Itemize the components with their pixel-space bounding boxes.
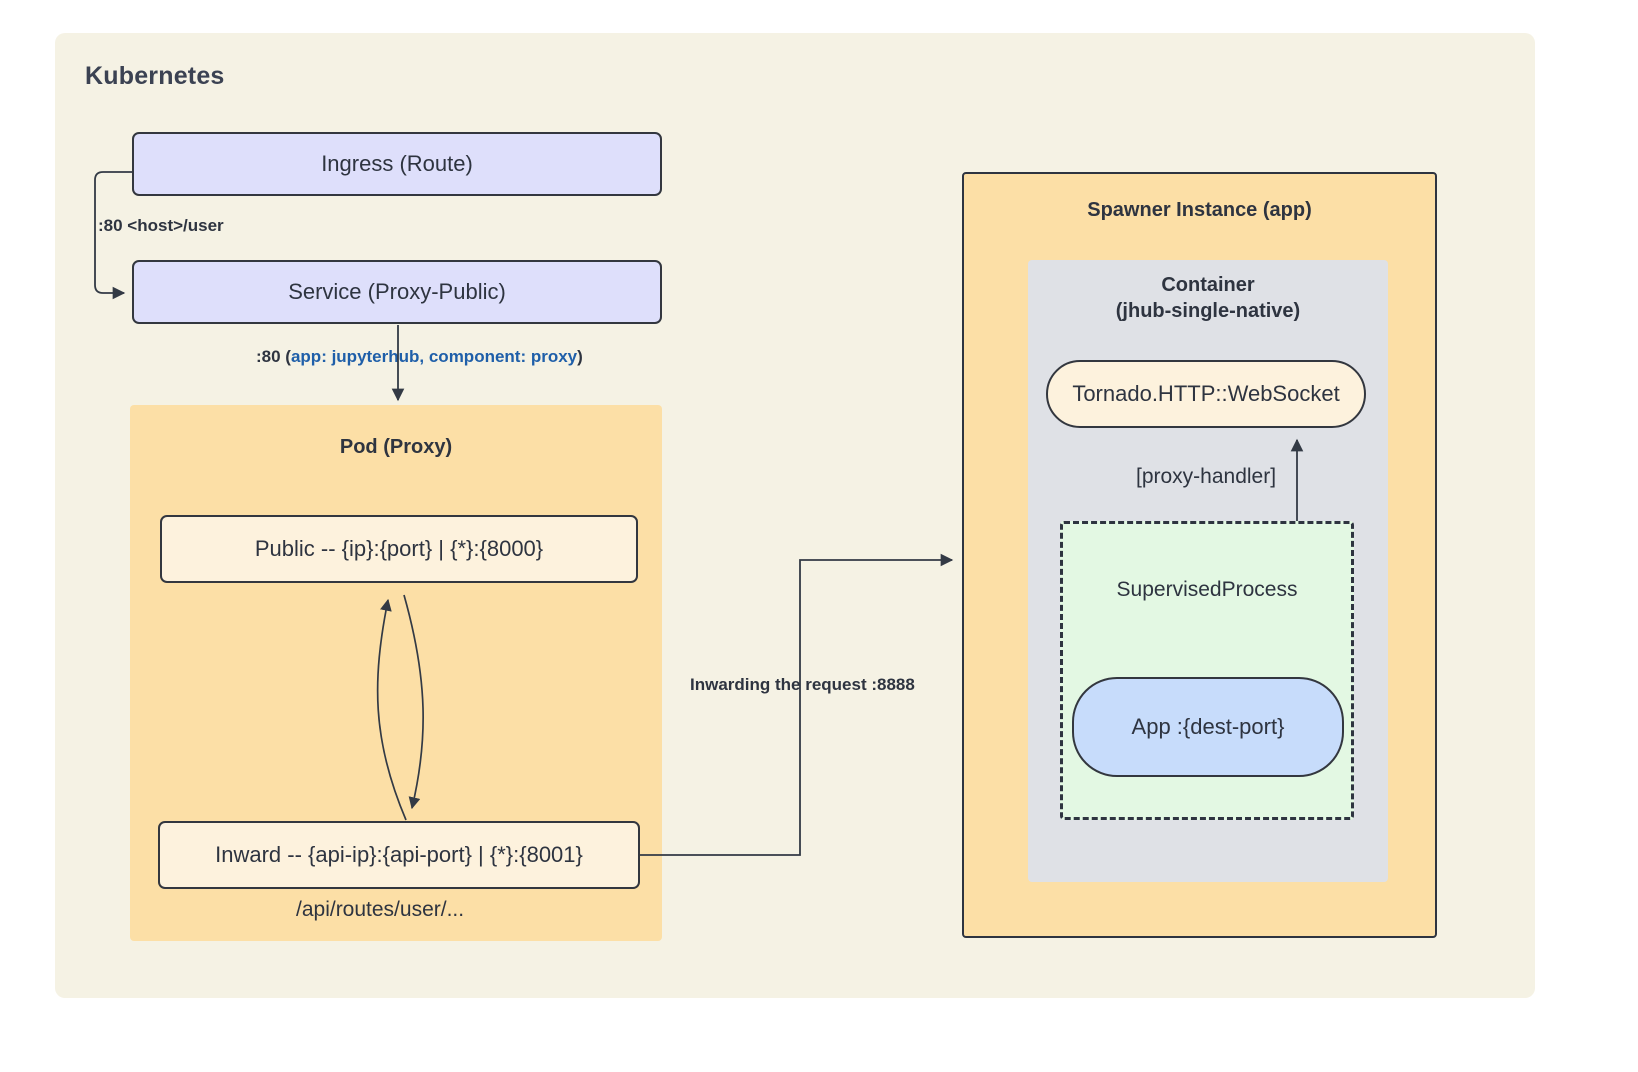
edge-label-ingress-to-service: :80 <host>/user <box>98 216 224 235</box>
group-container-title-line1: Container <box>1161 274 1255 296</box>
node-ingress-route-label: Ingress (Route) <box>321 151 473 176</box>
edge-label-selector: app: jupyterhub, component: proxy <box>290 347 578 366</box>
node-inward-endpoint[interactable]: Inward -- {api-ip}:{api-port} | {*}:{800… <box>158 821 640 889</box>
label-api-routes-path: /api/routes/user/... <box>296 898 465 921</box>
edge-label-service-to-pod: :80 (app: jupyterhub, component: proxy) <box>256 347 583 367</box>
kubernetes-panel-title: Kubernetes <box>85 62 225 90</box>
edge-label-proxy-handler: [proxy-handler] <box>1136 465 1277 488</box>
group-container-title: Container (jhub-single-native) <box>1028 273 1388 324</box>
node-public-endpoint[interactable]: Public -- {ip}:{port} | {*}:{8000} <box>160 515 638 583</box>
group-supervised-process-title: SupervisedProcess <box>1116 578 1298 601</box>
node-tornado-websocket[interactable]: Tornado.HTTP::WebSocket <box>1046 360 1366 428</box>
node-service-proxy-public[interactable]: Service (Proxy-Public) <box>132 260 662 324</box>
node-inward-endpoint-label: Inward -- {api-ip}:{api-port} | {*}:{800… <box>215 842 583 867</box>
node-public-endpoint-label: Public -- {ip}:{port} | {*}:{8000} <box>254 536 544 561</box>
node-ingress-route[interactable]: Ingress (Route) <box>132 132 662 196</box>
edge-label-port: :80 ( <box>256 347 291 366</box>
group-container-title-line2: (jhub-single-native) <box>1115 299 1301 322</box>
group-pod-proxy-title: Pod (Proxy) <box>339 436 453 458</box>
edge-label-paren-close: ) <box>577 347 583 366</box>
group-spawner-instance-title: Spawner Instance (app) <box>1087 199 1312 221</box>
node-app-dest-port[interactable]: App :{dest-port} <box>1072 677 1344 777</box>
node-app-dest-port-label: App :{dest-port} <box>1131 714 1285 739</box>
node-service-proxy-public-label: Service (Proxy-Public) <box>288 279 506 304</box>
node-tornado-websocket-label: Tornado.HTTP::WebSocket <box>1072 381 1340 406</box>
edge-label-inwarding-request: Inwarding the request :8888 <box>690 675 915 694</box>
